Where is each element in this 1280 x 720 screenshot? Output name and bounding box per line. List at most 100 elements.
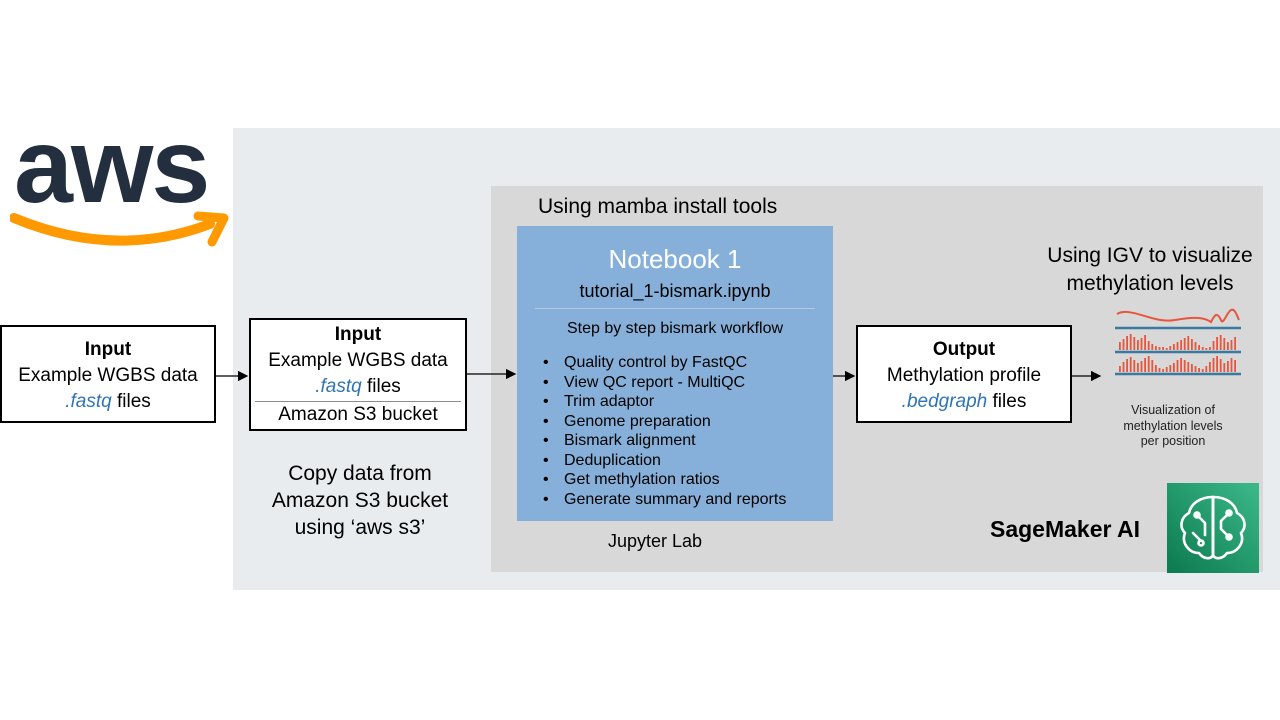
caption-line: methylation levels [1123,418,1223,433]
methylation-bar [1119,366,1121,372]
methylation-bar [1169,365,1172,372]
notebook-divider [535,308,815,309]
input-box-files: .fastq files [2,389,214,415]
notebook-box: Notebook 1 tutorial_1-bismark.ipynb Step… [517,226,833,521]
methylation-bar [1209,347,1211,350]
methylation-bar [1219,359,1222,372]
methylation-bar [1227,361,1229,372]
methylation-bar [1155,365,1157,372]
workflow-step: Bismark alignment [543,431,833,451]
methylation-bar [1187,362,1190,372]
methylation-bar [1187,336,1190,350]
methylation-bar [1201,369,1204,372]
methylation-bar [1122,362,1125,372]
methylation-bar [1133,337,1136,350]
workflow-step: View QC report - MultiQC [543,373,833,393]
methylation-bar [1234,337,1236,350]
methylation-bar [1216,356,1218,372]
methylation-bar [1137,340,1139,350]
output-box-files: .bedgraph files [858,389,1070,415]
methylation-bar [1147,341,1150,350]
methylation-bar [1158,347,1161,350]
methylation-bar [1144,358,1146,372]
methylation-bar [1234,360,1236,372]
methylation-bar [1122,339,1125,350]
methylation-bar [1140,338,1143,350]
notebook-title: Notebook 1 [608,244,742,274]
igv-label-line: methylation levels [1066,272,1234,295]
input-box-description: Example WGBS data [18,365,198,386]
methylation-bar [1151,344,1154,350]
methylation-bar [1216,337,1218,350]
methylation-bar [1180,358,1182,372]
file-suffix: files [987,391,1027,412]
methylation-bar [1227,342,1229,350]
methylation-bar [1140,361,1143,372]
workflow-step: Deduplication [543,451,833,471]
methylation-bar [1129,357,1132,372]
methylation-bar [1201,347,1204,350]
jupyter-lab-label: Jupyter Lab [608,531,703,551]
methylation-bar [1165,367,1168,372]
methylation-bar [1126,336,1128,350]
methylation-visualization-icon [1113,308,1243,378]
methylation-bar [1191,364,1193,372]
methylation-bar [1165,348,1168,350]
bucket-divider [255,401,461,402]
workflow-step: Generate summary and reports [543,490,833,510]
copy-data-label: Copy data from Amazon S3 bucket using ‘a… [250,460,470,541]
methylation-bar [1176,342,1179,350]
sagemaker-icon [1167,483,1259,573]
methylation-bar [1194,366,1197,372]
workflow-step: Quality control by FastQC [543,353,833,373]
workflow-step: Get methylation ratios [543,470,833,490]
workflow-step: Trim adaptor [543,392,833,412]
methylation-bar [1209,362,1211,372]
input-box-title: Input [334,324,382,345]
methylation-bar [1230,358,1233,372]
copy-label-line: using ‘aws s3’ [294,516,426,539]
workflow-steps: Quality control by FastQC View QC report… [517,353,833,509]
methylation-bar [1137,363,1139,372]
copy-label-line: Copy data from [288,462,432,485]
methylation-bars-track [1119,334,1236,350]
file-extension: .bedgraph [901,391,988,412]
notebook-subtitle: Step by step bismark workflow [566,320,784,337]
file-suffix: files [111,391,151,412]
s3-bucket-label: Amazon S3 bucket [278,404,438,425]
methylation-bar [1180,340,1182,350]
methylation-bar [1151,360,1154,372]
methylation-bar [1198,368,1200,372]
methylation-bar [1176,360,1179,372]
workflow-step: Genome preparation [543,412,833,432]
methylation-bar [1144,335,1146,350]
methylation-bar [1219,335,1222,350]
methylation-bar [1183,360,1186,372]
methylation-bar [1147,356,1150,372]
methylation-bar [1133,360,1136,372]
file-suffix: files [361,376,401,397]
methylation-bar [1223,338,1226,350]
input-box-description: Example WGBS data [268,350,448,371]
methylation-bar [1119,342,1121,350]
methylation-bar [1191,339,1193,350]
input-box-s3: Input Example WGBS data .fastq files Ama… [249,318,467,431]
methylation-bar [1129,334,1132,350]
methylation-bar [1162,369,1164,372]
file-extension: .fastq [315,376,362,397]
caption-line: Visualization of [1131,403,1215,417]
visualization-caption: Visualization of methylation levels per … [1108,403,1238,450]
file-extension: .fastq [65,391,112,412]
methylation-bar [1194,342,1197,350]
input-box-files: .fastq files [251,374,465,400]
methylation-bar [1205,366,1208,372]
methylation-bar [1173,344,1175,350]
igv-label: Using IGV to visualize methylation level… [1020,242,1280,298]
methylation-bar [1126,359,1128,372]
methylation-bar [1205,348,1208,350]
methylation-bar [1198,345,1200,350]
sagemaker-label: SageMaker AI [990,516,1140,542]
output-box-title: Output [932,339,996,360]
methylation-bar [1155,346,1157,350]
notebook-filename: tutorial_1-bismark.ipynb [579,281,771,301]
